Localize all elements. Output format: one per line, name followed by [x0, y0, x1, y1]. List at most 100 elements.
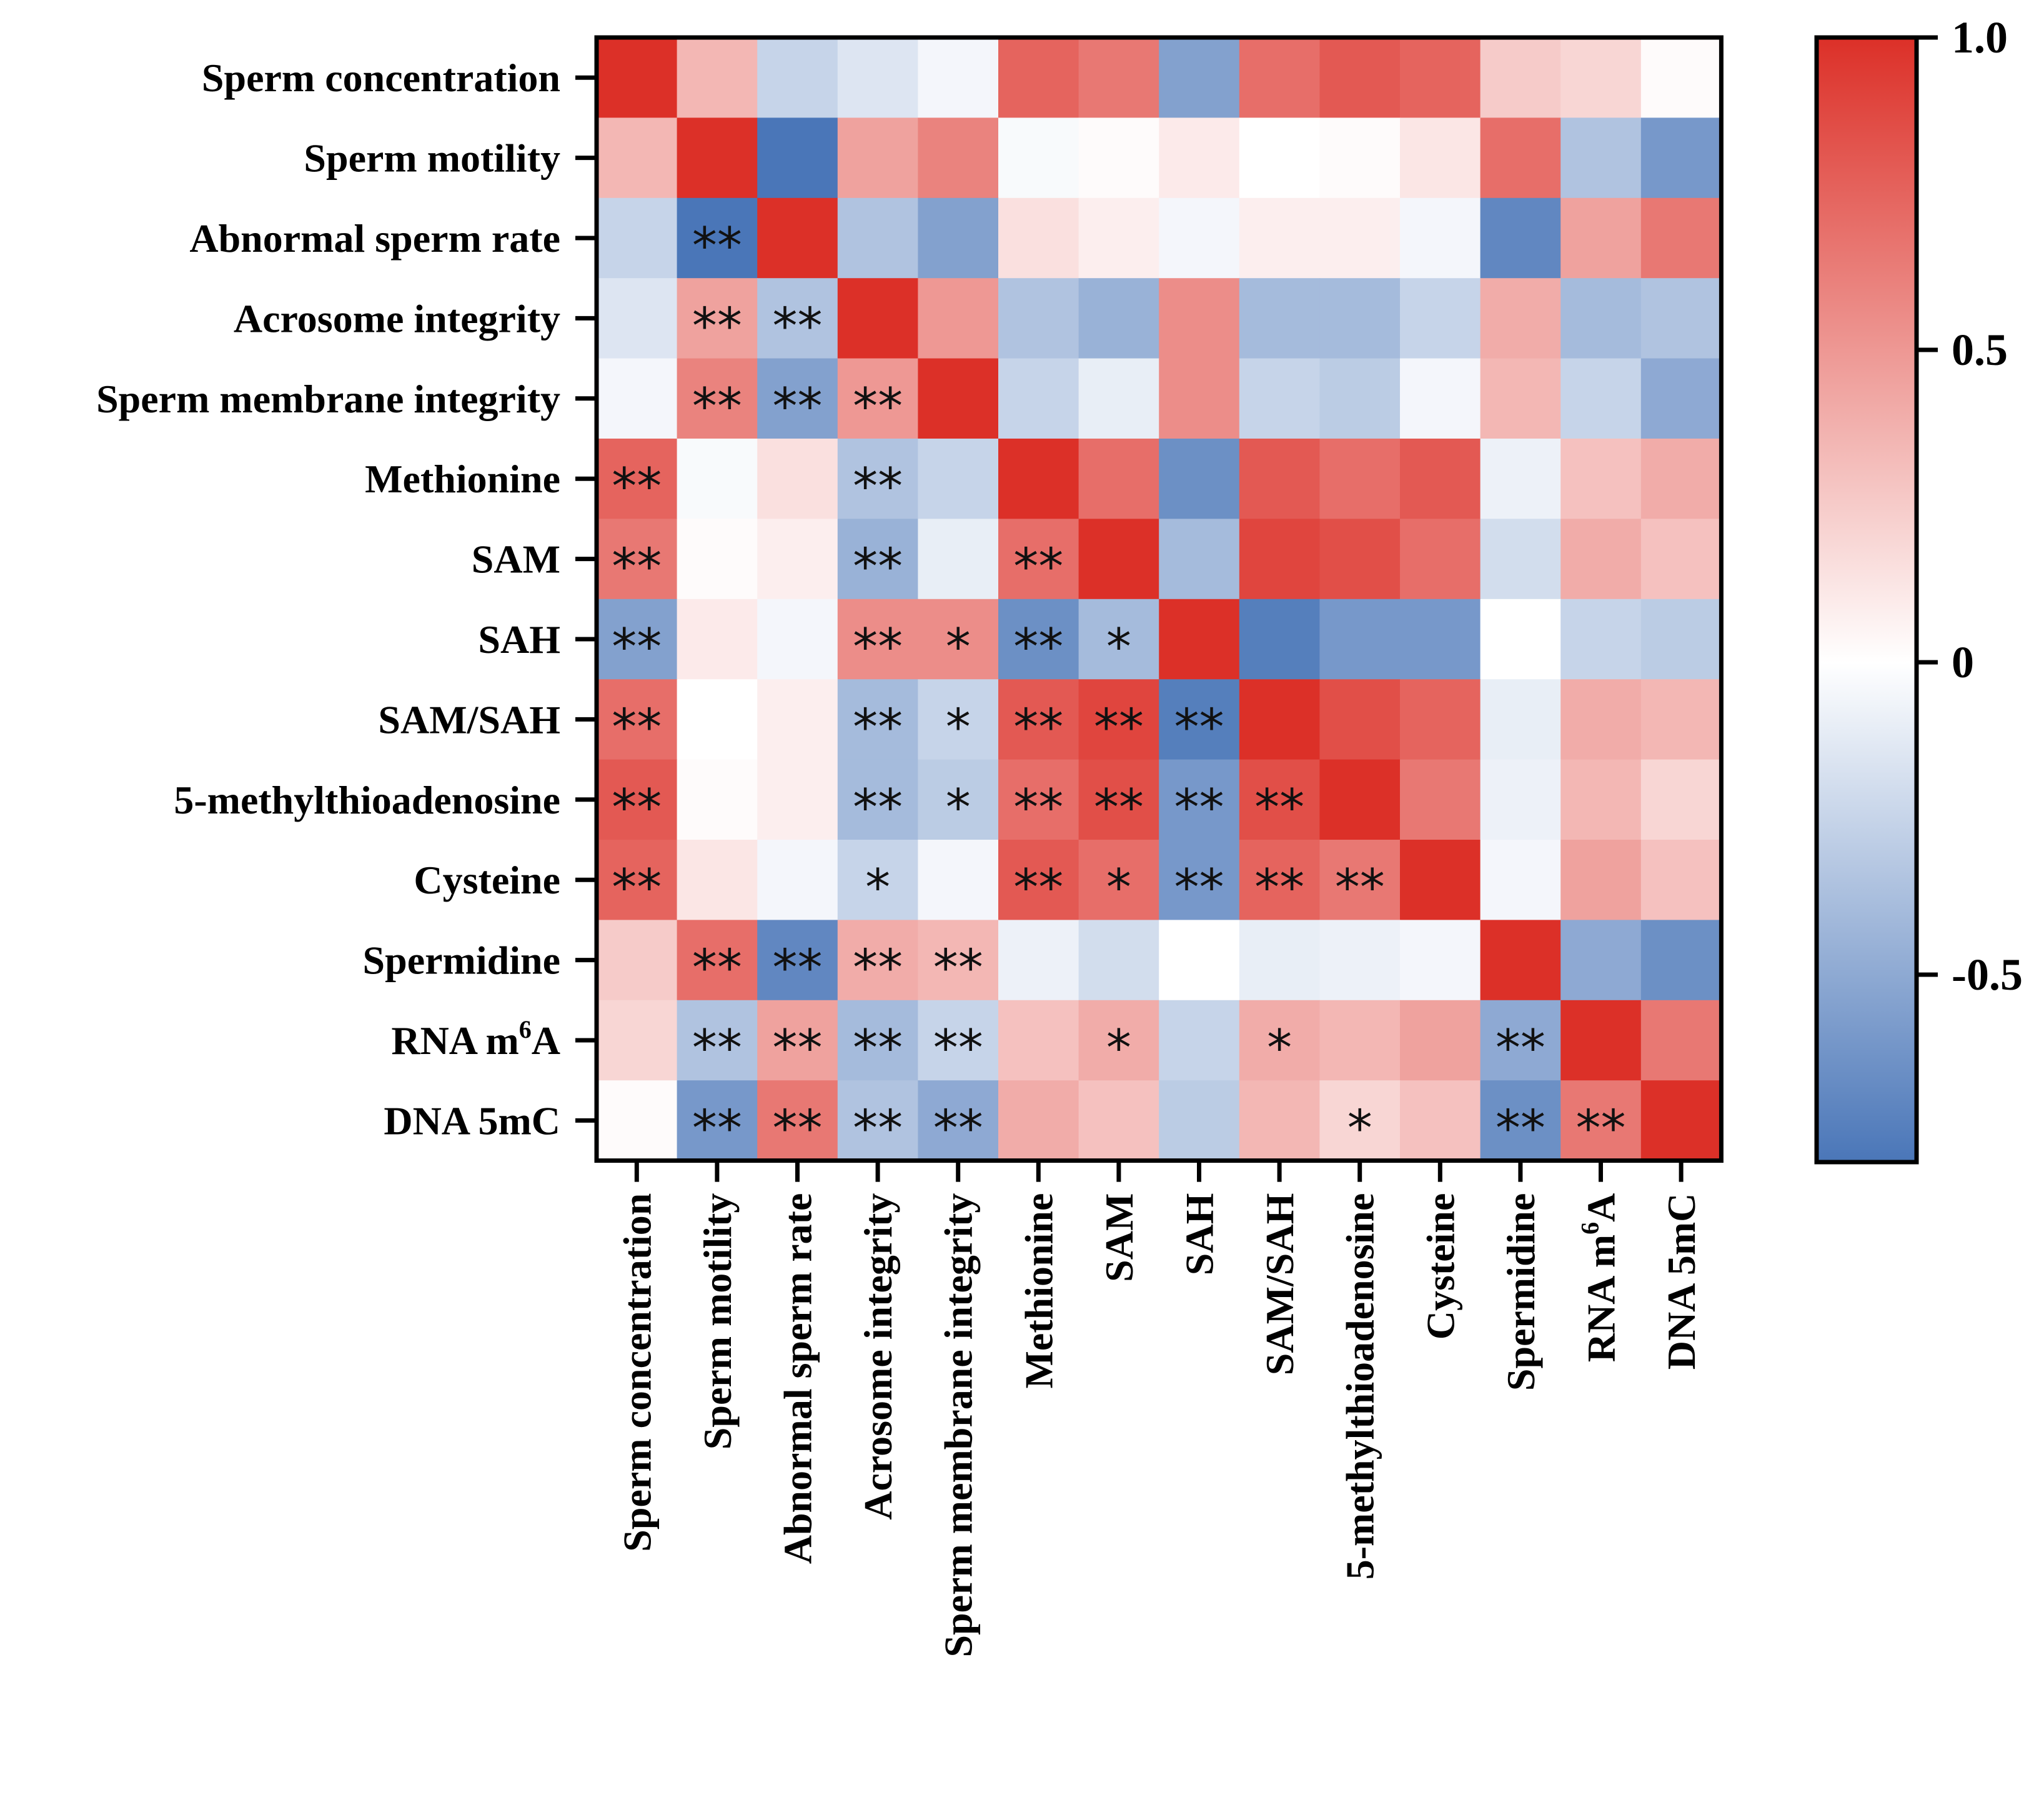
column-label: Methionine	[1016, 1193, 1061, 1389]
significance-marker: **	[1013, 778, 1063, 837]
heatmap-cell	[677, 679, 758, 760]
significance-marker: **	[853, 1099, 903, 1157]
row-label: 5-methylthioadenosine	[174, 778, 560, 822]
heatmap-cell	[677, 197, 758, 279]
significance-marker: *	[865, 858, 890, 917]
heatmap-cell	[1078, 278, 1159, 359]
heatmap-cell	[1239, 519, 1321, 600]
heatmap-cell	[1319, 759, 1401, 840]
heatmap-cell	[597, 358, 678, 439]
heatmap-cell	[1078, 1080, 1159, 1161]
heatmap-cell	[1239, 920, 1321, 1001]
significance-marker: **	[1013, 538, 1063, 596]
heatmap-cell	[1560, 840, 1642, 921]
heatmap-cell	[1640, 599, 1722, 680]
significance-marker: *	[946, 618, 971, 676]
heatmap-cell	[1319, 519, 1401, 600]
row-ticks	[575, 75, 597, 1123]
significance-markers: ****************************************…	[612, 217, 1625, 1157]
heatmap-cell	[1560, 278, 1642, 359]
heatmap-cell	[677, 519, 758, 600]
heatmap-cell	[1400, 759, 1481, 840]
significance-marker: **	[1174, 778, 1224, 837]
significance-marker: **	[1174, 858, 1224, 917]
heatmap-cell	[918, 1080, 999, 1161]
heatmap-cell	[1560, 37, 1642, 119]
column-label: 5-methylthioadenosine	[1338, 1193, 1382, 1580]
heatmap-cell	[1319, 1080, 1401, 1161]
heatmap-cell	[597, 759, 678, 840]
heatmap-cell	[1239, 358, 1321, 439]
column-label: SAH	[1178, 1193, 1222, 1276]
heatmap-cell	[998, 197, 1079, 279]
heatmap-cell	[1159, 358, 1240, 439]
heatmap-cell	[998, 439, 1079, 520]
column-label: Sperm concentration	[615, 1193, 659, 1552]
significance-marker: **	[773, 1099, 823, 1157]
row-label: DNA 5mC	[384, 1098, 560, 1143]
colorbar-tick-label: 0	[1952, 637, 1974, 687]
significance-marker: **	[933, 939, 983, 997]
heatmap-cell	[837, 920, 919, 1001]
row-label: Sperm motility	[304, 136, 560, 181]
heatmap-cell	[1078, 679, 1159, 760]
heatmap-cell	[837, 197, 919, 279]
heatmap-cell	[757, 1080, 838, 1161]
heatmap-cell	[1480, 439, 1561, 520]
heatmap-cell	[757, 197, 838, 279]
significance-marker: *	[1106, 858, 1131, 917]
heatmap-cell	[757, 519, 838, 600]
row-label: Cysteine	[414, 858, 560, 902]
heatmap-cell	[1319, 920, 1401, 1001]
heatmap-cell	[677, 117, 758, 199]
colorbar-frame	[1814, 35, 1919, 1165]
heatmap-cell	[1159, 759, 1240, 840]
heatmap-cell	[1480, 840, 1561, 921]
significance-marker: **	[692, 1099, 742, 1157]
heatmap-cell	[837, 358, 919, 439]
heatmap-cell	[918, 197, 999, 279]
heatmap-cell	[757, 1000, 838, 1081]
heatmap-cell	[837, 599, 919, 680]
heatmap-cell	[1078, 358, 1159, 439]
heatmap-cell	[837, 117, 919, 199]
heatmap-cell	[1480, 759, 1561, 840]
heatmap-cell	[837, 439, 919, 520]
heatmap-cell	[757, 840, 838, 921]
significance-marker: **	[612, 698, 662, 756]
heatmap-cell	[1480, 37, 1561, 119]
significance-marker: **	[853, 538, 903, 596]
significance-marker: **	[1254, 858, 1304, 917]
heatmap-cell	[597, 519, 678, 600]
heatmap-cell	[1480, 679, 1561, 760]
heatmap-cell	[1640, 439, 1722, 520]
heatmap-cell	[1640, 920, 1722, 1001]
heatmap-cell	[998, 840, 1079, 921]
heatmap-cell	[837, 519, 919, 600]
heatmap-cell	[1319, 37, 1401, 119]
heatmap-cell	[597, 840, 678, 921]
heatmap-cell	[677, 439, 758, 520]
heatmap-cell	[1078, 599, 1159, 680]
heatmap-cell	[1319, 1000, 1401, 1081]
row-label: Spermidine	[363, 938, 560, 983]
heatmap-cell	[1319, 358, 1401, 439]
row-label: Sperm membrane integrity	[96, 377, 560, 421]
heatmap-cell	[1159, 840, 1240, 921]
row-label: Methionine	[365, 457, 560, 501]
heatmap-cell	[1319, 439, 1401, 520]
heatmap-cell	[597, 1080, 678, 1161]
significance-marker: **	[773, 1019, 823, 1077]
heatmap-cell	[837, 37, 919, 119]
column-label: Acrosome integrity	[856, 1193, 900, 1520]
heatmap-cell	[1480, 1000, 1561, 1081]
significance-marker: **	[853, 618, 903, 676]
heatmap-cell	[1159, 439, 1240, 520]
column-label: Sperm membrane integrity	[936, 1193, 981, 1658]
heatmap-cell	[1560, 519, 1642, 600]
column-label: RNA m6A	[1576, 1193, 1624, 1363]
heatmap-cell	[998, 759, 1079, 840]
heatmap-cell	[837, 1080, 919, 1161]
significance-marker: **	[1254, 778, 1304, 837]
